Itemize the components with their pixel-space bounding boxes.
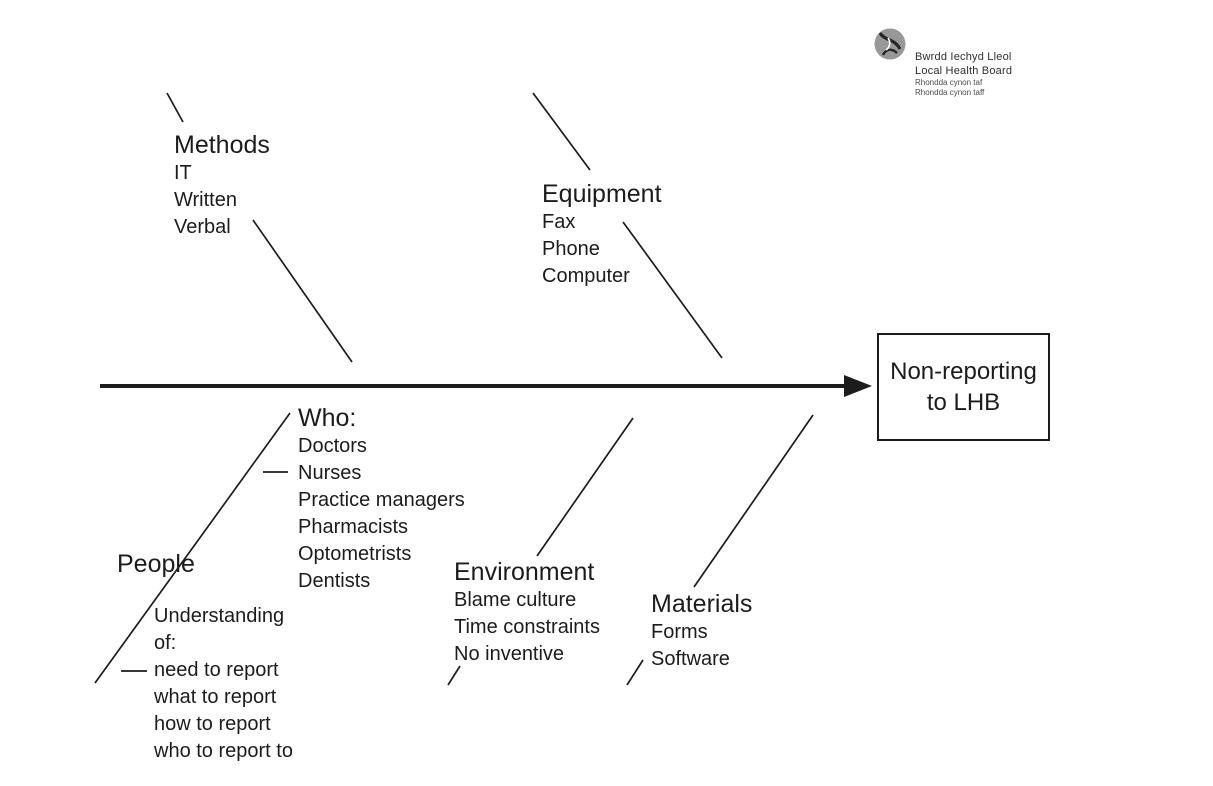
branch-label-who: Who: xyxy=(298,404,357,432)
branch-environment: Environment Blame culture Time constrain… xyxy=(454,557,600,668)
branch-methods: Methods IT Written Verbal xyxy=(174,130,270,241)
cause-item: Practice managers xyxy=(298,489,465,511)
spine-arrowhead xyxy=(844,375,872,397)
cause-item: Verbal xyxy=(174,216,231,238)
cause-item: how to report xyxy=(154,713,271,735)
effect-label-line2: to LHB xyxy=(926,389,1001,416)
logo-name-welsh: Bwrdd Iechyd Lleol xyxy=(915,51,1012,63)
logo-swirl-lower xyxy=(881,48,898,56)
branch-line-methods-lower xyxy=(252,219,353,363)
cause-item: Written xyxy=(174,189,237,211)
branch-line-people xyxy=(94,412,291,684)
cause-item: Optometrists xyxy=(298,543,412,565)
cause-item: who to report to xyxy=(154,740,293,762)
effect-label-line1: Non-reporting xyxy=(890,358,1037,385)
branch-materials: Materials Forms Software xyxy=(651,589,752,673)
lhb-logo-icon xyxy=(874,28,906,60)
branch-label-equipment: Equipment xyxy=(542,180,662,208)
cause-item: IT xyxy=(174,162,192,184)
branch-label-materials: Materials xyxy=(651,590,753,618)
branch-label-methods: Methods xyxy=(174,131,270,159)
branch-line-environment-upper xyxy=(536,417,634,557)
branch-line-environment-lower xyxy=(447,665,461,686)
cause-item: Blame culture xyxy=(454,589,577,611)
effect-box: Non-reporting to LHB xyxy=(877,333,1050,441)
logo-region-line2: Rhondda cynon taff xyxy=(915,87,985,97)
branch-label-environment: Environment xyxy=(454,558,595,586)
logo-region-line1: Rhondda cynon taf xyxy=(915,78,983,87)
branch-people-causes: Understanding of: need to report what to… xyxy=(154,603,293,765)
cause-item: need to report xyxy=(154,659,279,681)
branch-people-header: People xyxy=(117,549,195,579)
branch-line-materials-upper xyxy=(693,414,814,588)
cause-item: Pharmacists xyxy=(298,516,409,538)
lhb-logo-text: Bwrdd Iechyd Lleol Local Health Board Rh… xyxy=(915,50,1012,97)
branch-equipment: Equipment Fax Phone Computer xyxy=(542,179,662,290)
branch-line-equipment-upper xyxy=(532,92,591,171)
branch-label-people: People xyxy=(117,550,195,578)
cause-item: No inventive xyxy=(454,643,565,665)
branch-line-methods-upper xyxy=(166,92,184,123)
cause-item: Dentists xyxy=(298,570,371,592)
cause-item: Forms xyxy=(651,621,708,643)
cause-item: Understanding xyxy=(154,605,285,627)
branch-who: Who: Doctors Nurses Practice managers Ph… xyxy=(298,403,465,595)
logo-swirl-highlight xyxy=(885,37,891,51)
branch-line-equipment-lower xyxy=(622,221,723,359)
cause-item: Fax xyxy=(542,211,576,233)
cause-item: Doctors xyxy=(298,435,367,457)
cause-item: what to report xyxy=(154,686,277,708)
branch-line-materials-lower xyxy=(626,659,644,686)
cause-item: Software xyxy=(651,648,730,670)
cause-item: of: xyxy=(154,632,177,654)
logo-name-english: Local Health Board xyxy=(915,65,1013,77)
cause-item: Phone xyxy=(542,238,600,260)
cause-item: Nurses xyxy=(298,462,362,484)
cause-item: Time constraints xyxy=(454,616,600,638)
cause-item: Computer xyxy=(542,265,630,287)
